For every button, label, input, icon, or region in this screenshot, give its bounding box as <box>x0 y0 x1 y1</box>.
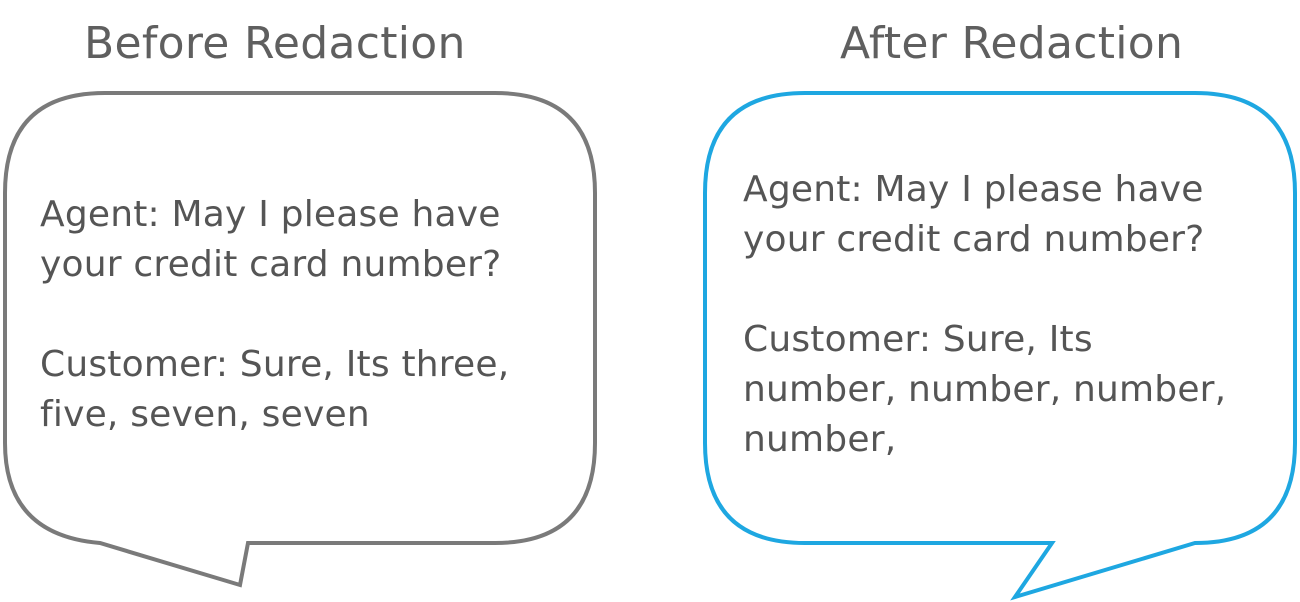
before-customer-line-1: Customer: Sure, Its three, <box>40 344 510 385</box>
before-agent-line-2: your credit card number? <box>40 244 502 285</box>
before-paragraph-gap <box>40 290 509 340</box>
after-speech-bubble <box>703 91 1297 601</box>
after-customer-line-3: number, <box>743 419 897 460</box>
before-agent-line-1: Agent: May I please have <box>40 194 501 235</box>
after-customer-line-1: Customer: Sure, Its <box>743 319 1093 360</box>
after-transcript: Agent: May I please have your credit car… <box>743 165 1226 465</box>
after-agent-line-1: Agent: May I please have <box>743 169 1204 210</box>
heading-after-redaction: After Redaction <box>840 18 1184 69</box>
after-customer-line-2: number, number, number, <box>743 369 1227 410</box>
heading-before-redaction: Before Redaction <box>84 18 466 69</box>
before-speech-bubble <box>2 91 597 588</box>
before-customer-line-2: five, seven, seven <box>40 394 370 435</box>
after-paragraph-gap <box>743 265 1226 315</box>
after-agent-line-2: your credit card number? <box>743 219 1205 260</box>
before-transcript: Agent: May I please have your credit car… <box>40 190 509 440</box>
